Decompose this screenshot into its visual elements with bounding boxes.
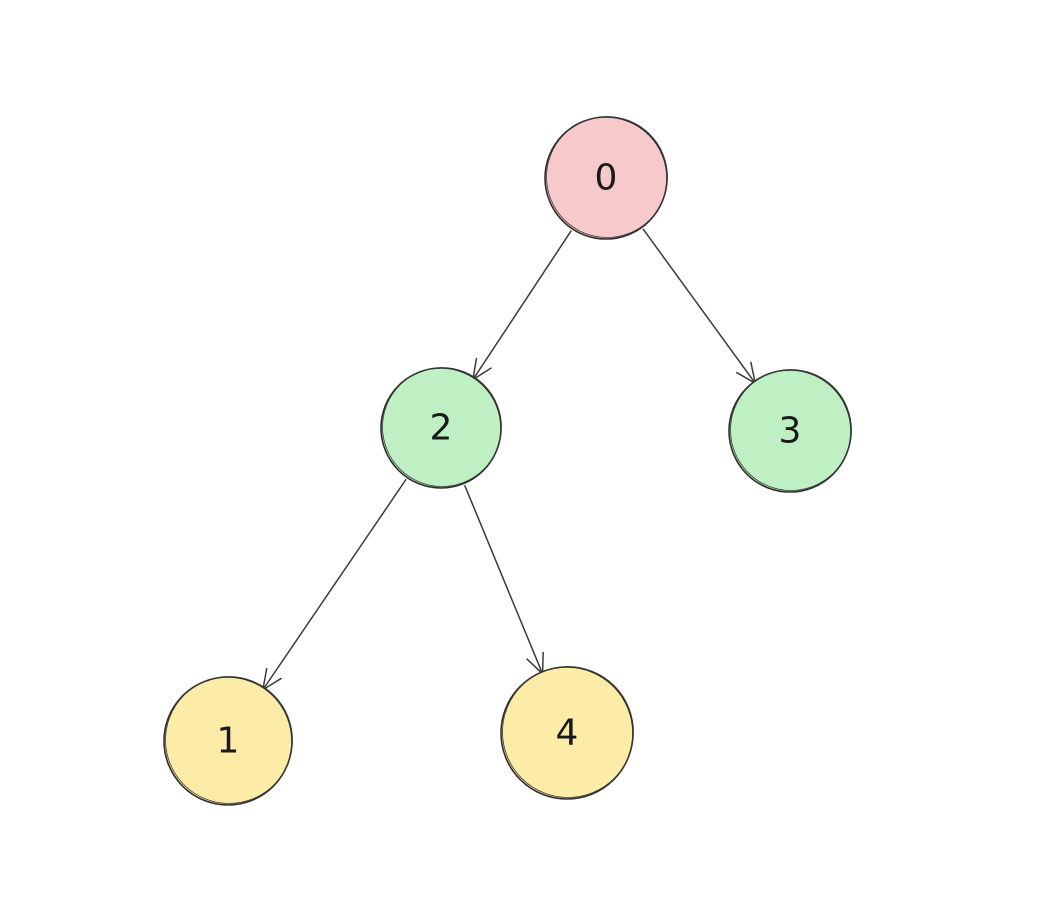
edge-n0-n3: [642, 228, 757, 385]
node-outline: [546, 116, 668, 238]
node-circle: [728, 369, 852, 493]
tree-node-1: 1: [163, 676, 293, 806]
edge-n0-n2: [471, 230, 572, 382]
tree-node-0: 0: [544, 116, 668, 240]
edge-line: [262, 478, 407, 691]
node-circle: [163, 676, 293, 806]
node-label: 4: [556, 713, 579, 754]
nodes: 0 2 3 1 4: [163, 116, 852, 806]
edges: [261, 228, 757, 692]
node-label: 2: [430, 408, 453, 449]
node-label: 1: [217, 721, 240, 762]
node-outline: [730, 369, 852, 491]
node-outline: [502, 666, 634, 798]
node-circle: [500, 666, 634, 800]
edge-line: [463, 485, 544, 675]
node-outline: [382, 367, 502, 487]
tree-node-2: 2: [380, 367, 502, 489]
tree-node-4: 4: [500, 666, 634, 800]
tree-node-3: 3: [728, 369, 852, 493]
edge-line: [642, 228, 756, 384]
node-label: 3: [779, 411, 802, 452]
edge-n2-n4: [463, 485, 544, 676]
edge-line: [472, 230, 572, 381]
node-label: 0: [595, 158, 618, 199]
node-circle: [544, 116, 668, 240]
node-outline: [165, 676, 293, 804]
edge-n2-n1: [261, 478, 407, 692]
node-circle: [380, 367, 502, 489]
